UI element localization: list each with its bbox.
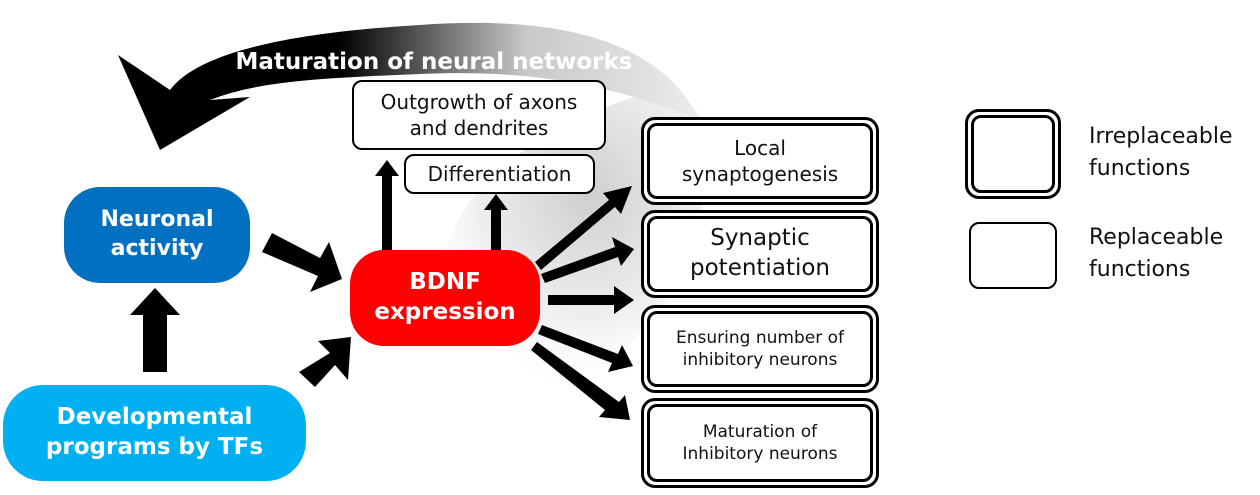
arrow-bdnf-to-fixed xyxy=(548,286,634,314)
box-synaptogenesis-line2: synaptogenesis xyxy=(681,162,839,186)
box-local-synaptogenesis: Local synaptogenesis xyxy=(641,117,879,205)
arrow-bdnf-to-differentiation xyxy=(484,194,508,250)
box-differentiation-line1: Differentiation xyxy=(427,162,572,186)
arrow-bdnf-to-potentiation xyxy=(541,237,634,283)
legend-label-replaceable: Replaceable functions xyxy=(1089,222,1223,286)
legend-replaceable-line1: Replaceable xyxy=(1089,225,1224,250)
box-maturation-line2: Inhibitory neurons xyxy=(682,444,838,464)
box-ensuring-line1: Ensuring number of xyxy=(676,327,844,348)
legend-replaceable-line2: functions xyxy=(1089,256,1191,282)
box-maturation-line1: Maturation of xyxy=(702,421,818,442)
node-neuronal-activity-line1: Neuronal xyxy=(100,207,214,233)
feedback-curved-arrow xyxy=(118,22,700,150)
legend-swatch-replaceable xyxy=(969,222,1057,289)
legend-irreplaceable-line2: functions xyxy=(1089,155,1191,181)
node-neuronal-activity-line2: activity xyxy=(110,236,204,261)
legend-label-irreplaceable: Irreplaceable functions xyxy=(1089,121,1233,185)
node-bdnf-line2: expression xyxy=(374,299,516,325)
arrow-activity-to-bdnf xyxy=(262,233,342,292)
box-synaptic-potentiation: Synaptic potentiation xyxy=(641,210,879,298)
node-bdnf-line1: BDNF xyxy=(409,269,481,296)
node-neuronal-activity: Neuronal activity xyxy=(64,187,250,283)
legend-swatch-irreplaceable xyxy=(965,109,1061,199)
arrow-dev-to-bdnf xyxy=(299,337,351,387)
box-potentiation-line2: potentiation xyxy=(690,255,830,281)
box-differentiation: Differentiation xyxy=(404,154,595,194)
legend-irreplaceable-line1: Irreplaceable xyxy=(1089,124,1233,149)
box-synaptogenesis-line1: Local xyxy=(734,136,786,160)
box-ensuring-line2: inhibitory neurons xyxy=(682,350,838,370)
arrow-bdnf-to-inhibitory-maturation xyxy=(531,342,630,420)
node-developmental-line1: Developmental xyxy=(56,404,253,431)
box-outgrowth-line1: Outgrowth of axons xyxy=(380,90,578,114)
arrow-dev-to-activity xyxy=(130,288,180,372)
box-maturation-inhibitory: Maturation of Inhibitory neurons xyxy=(641,398,879,488)
box-potentiation-line1: Synaptic xyxy=(710,225,810,252)
node-developmental-line2: programs by TFs xyxy=(45,434,264,460)
box-ensuring-inhibitory-number: Ensuring number of inhibitory neurons xyxy=(641,305,879,393)
box-outgrowth-line2: and dendrites xyxy=(409,116,549,140)
box-outgrowth: Outgrowth of axons and dendrites xyxy=(352,80,606,150)
fan-arrows xyxy=(531,186,634,420)
arrow-bdnf-to-inhibitory-number xyxy=(538,325,633,372)
node-developmental-programs: Developmental programs by TFs xyxy=(3,385,306,481)
arrow-bdnf-to-outgrowth xyxy=(375,160,399,258)
arrow-bdnf-to-synaptogenesis xyxy=(535,186,632,270)
node-bdnf-expression: BDNF expression xyxy=(350,250,540,346)
curved-arrow-label: Maturation of neural networks xyxy=(235,49,633,76)
